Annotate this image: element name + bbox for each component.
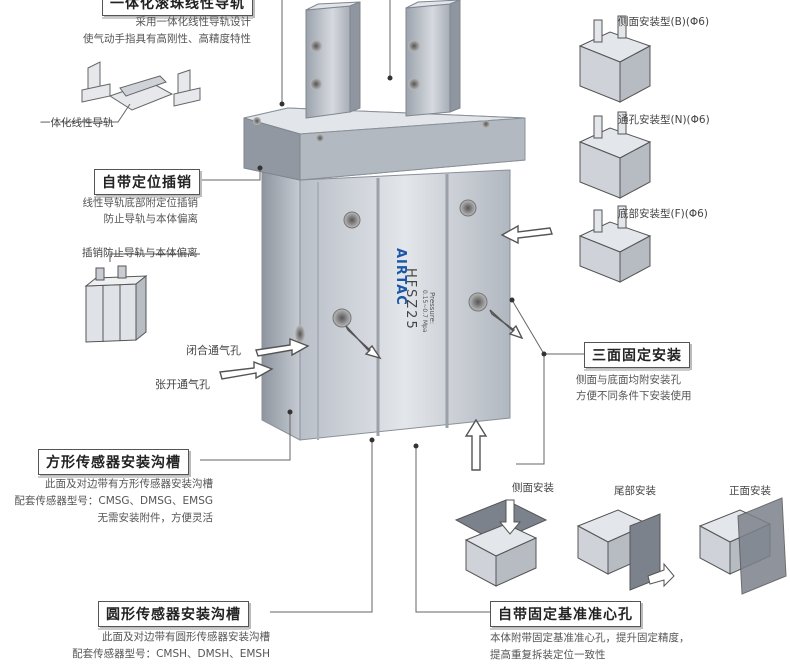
body-front-face	[299, 169, 511, 441]
finger-left	[305, 5, 351, 119]
mount-thumbnails	[578, 15, 652, 283]
round-sensor-desc-2: 配套传感器型号：CMSH、DMSH、EMSH	[72, 648, 270, 660]
close-port-label: 闭合通气孔	[186, 344, 241, 357]
pressure-value: 0.15~0.7 Mpa	[421, 290, 428, 333]
three-face-title: 三面固定安装	[584, 342, 690, 371]
pin-desc-1: 线性导轨底部附定位插销	[82, 197, 199, 209]
finger-right	[405, 3, 451, 117]
top-rail-desc-1: 采用一体化线性导轨设计	[135, 16, 252, 28]
square-sensor-desc-1: 此面及对边带有方形传感器安装沟槽	[45, 478, 213, 490]
rail-parts-illustration	[60, 61, 201, 123]
pin-desc-2: 防止导轨与本体偏离	[103, 213, 199, 225]
mount-through-n-label: 通孔安装型(N)(Φ6)	[618, 114, 710, 126]
arrows	[219, 224, 553, 471]
three-face-desc-1: 侧面与底面均附安装孔	[576, 374, 681, 386]
top-rail-title: 一体化滚珠线性导轨	[102, 0, 253, 19]
install-front-label: 正面安装	[729, 485, 771, 497]
body-left-face	[261, 167, 301, 441]
pin-small-label: 插销防止导轨与本体偏离	[82, 247, 198, 259]
square-sensor-desc-2: 配套传感器型号：CMSG、DMSG、EMSG	[14, 495, 213, 507]
port-hole-right	[468, 292, 488, 312]
mount-bottom-f-label: 底部安装型(F)(Φ6)	[618, 208, 708, 220]
pressure-label: Pressure:	[428, 292, 436, 325]
model-label: HFSZ25	[403, 268, 418, 331]
square-sensor-title: 方形传感器安装沟槽	[38, 449, 189, 478]
install-examples	[454, 497, 787, 595]
install-tail-label: 尾部安装	[614, 485, 656, 497]
rail-label: 一体化线性导轨	[40, 117, 114, 129]
center-hole-desc-2: 提高重复拆装定位一致性	[490, 649, 606, 661]
three-face-desc-2: 方便不同条件下安装使用	[576, 390, 692, 402]
center-hole-desc-1: 本体附带固定基准准心孔，提升固定精度，	[490, 632, 690, 644]
top-rail-desc-2: 使气动手指具有高刚性、高精度特性	[83, 33, 251, 45]
round-sensor-title: 圆形传感器安装沟槽	[98, 601, 249, 630]
install-side-label: 侧面安装	[512, 482, 554, 494]
round-sensor-desc-1: 此面及对边带有圆形传感器安装沟槽	[102, 631, 270, 643]
pin-title: 自带定位插销	[94, 169, 200, 198]
center-pin-hole	[343, 211, 361, 229]
port-hole-front	[332, 308, 352, 328]
square-sensor-desc-3: 无需安装附件，方便灵活	[97, 512, 214, 524]
mount-side-b-label: 侧面安装型(B)(Φ6)	[618, 16, 710, 28]
pin-illustration	[84, 253, 200, 343]
center-hole-title: 自带固定基准准心孔	[490, 601, 641, 630]
open-port-label: 张开通气孔	[155, 378, 210, 391]
